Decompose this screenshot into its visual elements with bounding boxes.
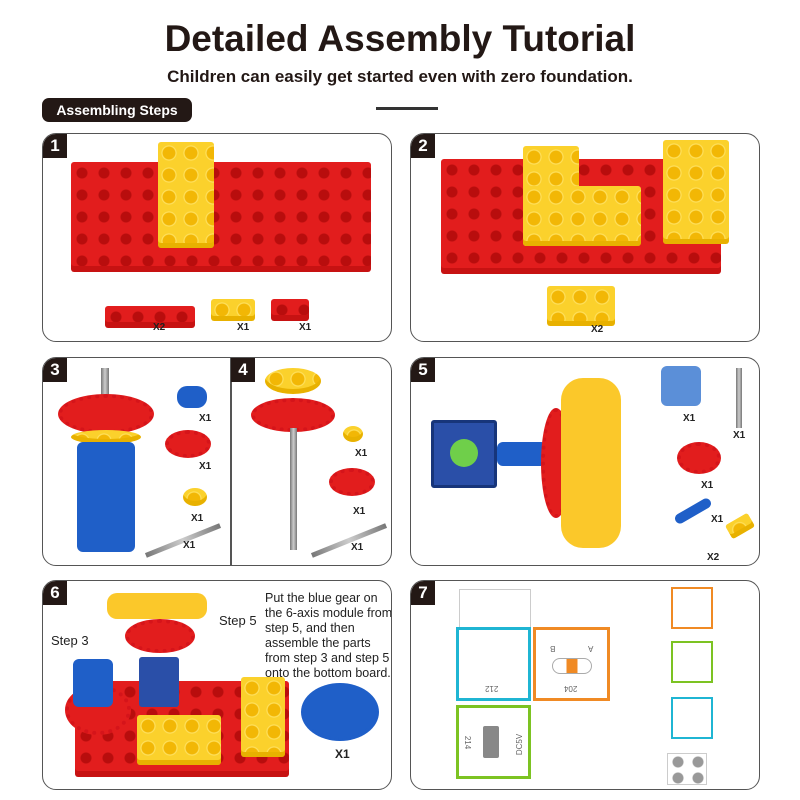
step-3-4-panel: 3 X1 X1 X1 X1 4 X1 X1 X1	[42, 357, 392, 566]
step-3-callout: Step 3	[51, 633, 89, 648]
red-gear	[58, 394, 154, 434]
switch-icon	[552, 658, 592, 674]
qty-label: X1	[335, 747, 350, 761]
section-badge: Assembling Steps	[42, 98, 192, 122]
yellow-pulley	[265, 368, 321, 394]
blue-bushing	[73, 659, 113, 707]
yellow-brick	[523, 186, 641, 246]
red-gear-part	[677, 442, 721, 474]
step-7-panel: 7 212 A B 204 214 DC5V	[410, 580, 760, 790]
qty-label: X1	[353, 506, 366, 517]
module-214-small	[671, 641, 713, 683]
yellow-pulley-part	[343, 426, 363, 442]
yellow-link-part	[724, 512, 756, 540]
page-subtitle: Children can easily get started even wit…	[167, 67, 633, 86]
qty-label: X2	[591, 324, 604, 335]
yellow-brick	[663, 140, 729, 244]
module-204: A B 204	[533, 627, 610, 701]
qty-label: X1	[237, 322, 250, 333]
page-title: Detailed Assembly Tutorial	[164, 18, 636, 59]
step-number: 5	[411, 358, 435, 382]
red-gear-part	[165, 430, 211, 458]
qty-label: X2	[153, 322, 166, 333]
yellow-part	[547, 286, 615, 326]
step-2-panel: 2 X2	[410, 133, 760, 342]
module-number: 212	[485, 684, 499, 693]
step-5-callout: Step 5	[219, 613, 257, 628]
panel-divider	[230, 358, 232, 565]
yellow-brick	[137, 715, 221, 765]
six-axis-module	[431, 420, 497, 488]
qty-label: X1	[199, 413, 212, 424]
qty-label: X1	[683, 413, 696, 424]
yellow-crank	[107, 593, 207, 619]
module-text: A	[588, 644, 594, 653]
step-number: 4	[231, 358, 255, 382]
module-text: B	[550, 644, 556, 653]
yellow-brick	[158, 142, 214, 248]
yellow-brick	[241, 677, 285, 757]
red-gear	[125, 619, 195, 653]
blue-gear-shaft	[497, 442, 547, 466]
blue-bushing	[77, 442, 135, 552]
red-beam-part	[105, 306, 195, 328]
qty-label: X1	[199, 461, 212, 472]
instruction-text: Put the blue gear on the 6-axis module f…	[265, 591, 392, 680]
step-1-panel: 1 X2 X1 X1	[42, 133, 392, 342]
qty-label: X1	[351, 542, 364, 553]
qty-label: X1	[711, 514, 724, 525]
module-204-small	[671, 587, 713, 629]
axle	[101, 368, 109, 418]
module-number: 214	[463, 735, 473, 750]
step-number: 3	[43, 358, 67, 382]
blue-gear-part	[673, 496, 713, 526]
qty-label: X2	[707, 552, 720, 563]
yellow-pulley	[71, 430, 141, 444]
module-text: DC5V	[515, 733, 525, 756]
step-number: 7	[411, 581, 435, 605]
yellow-crank	[561, 378, 621, 548]
qty-label: X1	[191, 513, 204, 524]
yellow-pulley-part	[183, 488, 207, 506]
module-214: 214 DC5V	[456, 705, 531, 779]
module-number: 204	[564, 684, 578, 693]
blue-gear-part	[301, 683, 379, 741]
step-5-panel: 5 X1 X1 X1 X1 X2	[410, 357, 760, 566]
axle-part	[736, 368, 742, 428]
battery-icon	[483, 726, 499, 758]
module-212: 212	[456, 627, 531, 701]
step-number: 6	[43, 581, 67, 605]
red-gear-part	[329, 468, 375, 496]
red-base-brick	[71, 162, 371, 272]
qty-label: X1	[701, 480, 714, 491]
qty-label: X1	[355, 448, 368, 459]
axle	[290, 428, 297, 550]
blue-connector-part	[177, 386, 207, 408]
step-number: 2	[411, 134, 435, 158]
qty-label: X1	[183, 540, 196, 551]
step-6-panel: 6 Step 3 Step 5 Put the blue gear on the…	[42, 580, 392, 790]
blue-plate-part	[661, 366, 701, 406]
step-number: 1	[43, 134, 67, 158]
divider	[376, 107, 438, 110]
red-gear	[251, 398, 335, 432]
qty-label: X1	[733, 430, 746, 441]
red-part	[271, 299, 309, 321]
module-212-small	[671, 697, 713, 739]
base-plate-part	[667, 753, 707, 785]
yellow-part	[211, 299, 255, 321]
six-axis-module	[139, 657, 179, 707]
axle-part	[310, 523, 388, 558]
qty-label: X1	[299, 322, 312, 333]
frame-outline	[459, 589, 531, 627]
